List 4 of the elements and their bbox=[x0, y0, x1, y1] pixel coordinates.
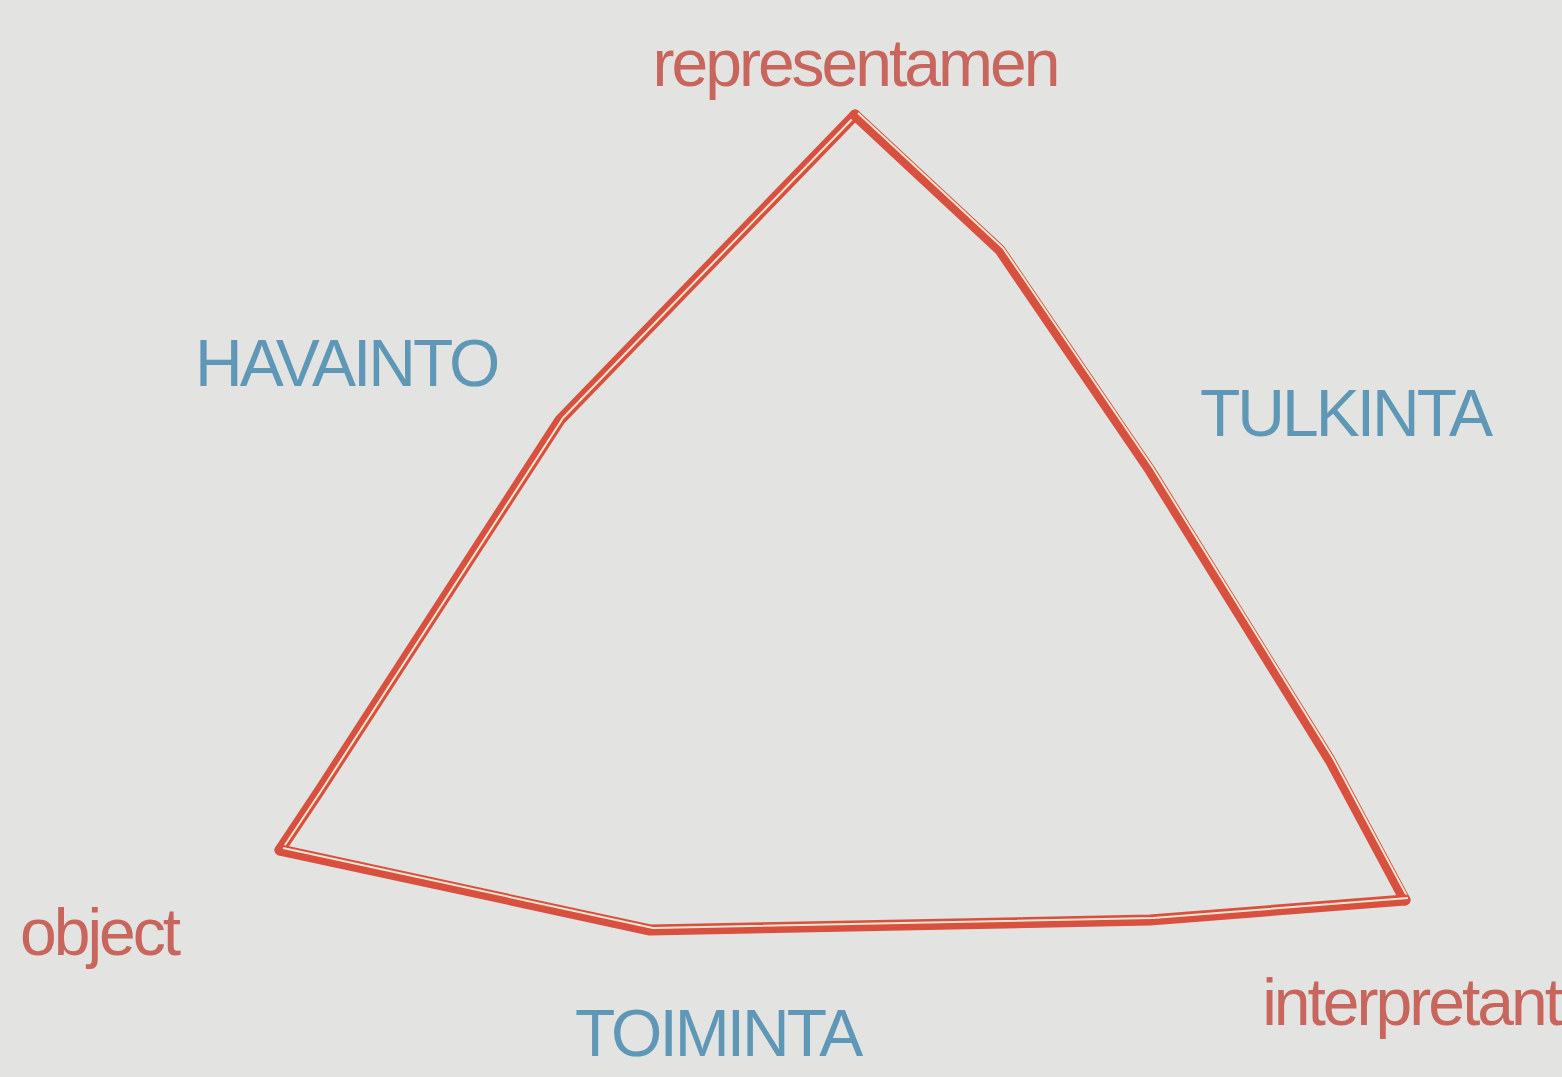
edge-label: HAVAINTO bbox=[195, 330, 498, 396]
triangle-side bbox=[274, 844, 1411, 936]
edge-label: TOIMINTA bbox=[575, 1000, 861, 1066]
edge-label: TULKINTA bbox=[1200, 380, 1491, 446]
